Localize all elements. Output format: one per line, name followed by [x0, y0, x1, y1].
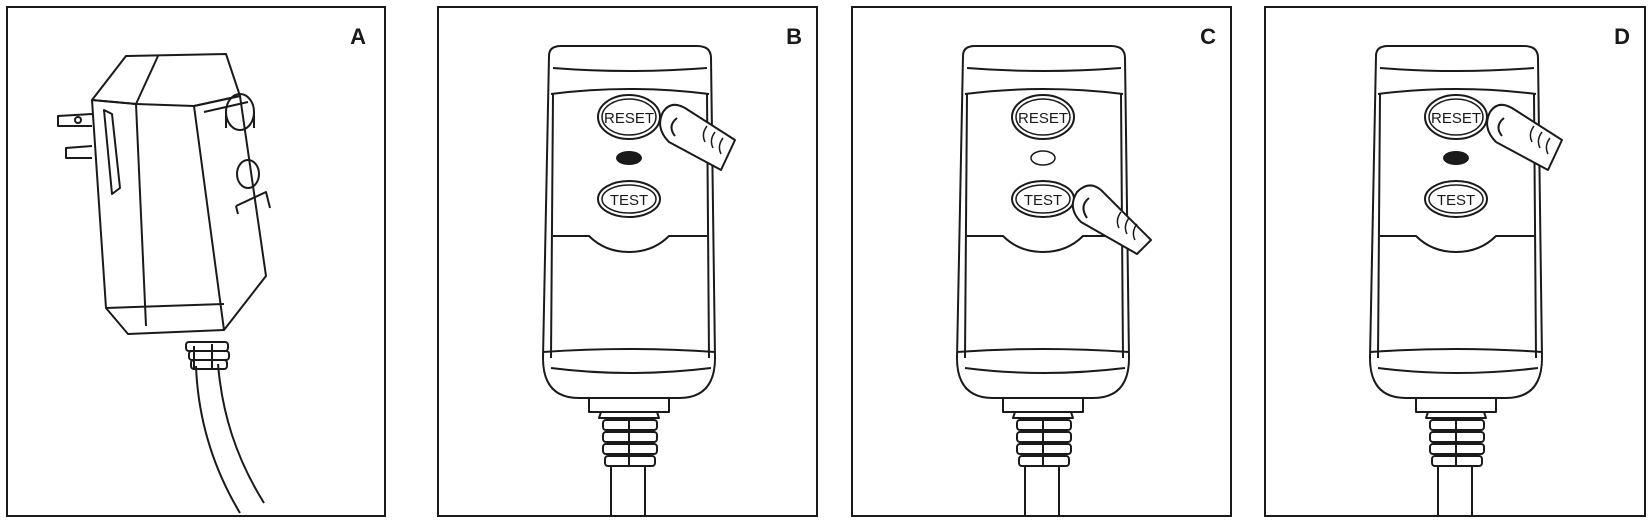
test-button-c: TEST [1011, 180, 1075, 218]
panel-b: B RESET [437, 6, 818, 517]
reset-label-c: RESET [1018, 110, 1068, 127]
test-label-d: TEST [1437, 192, 1475, 209]
panel-label-c: C [1200, 24, 1216, 49]
panel-a: A [6, 6, 386, 517]
plug-illustration [57, 53, 271, 514]
prong-top [57, 113, 93, 127]
panel-d: D RESET TEST [1264, 6, 1646, 517]
reset-button-c: RESET [1011, 94, 1075, 140]
indicator-light-c [1030, 150, 1056, 166]
finger-c [1071, 184, 1152, 255]
gfci-device-c: RESET TEST [956, 45, 1152, 517]
panel-c: C RESET TEST [851, 6, 1232, 517]
reset-label-d: RESET [1431, 110, 1481, 127]
strain-relief-ring [185, 341, 229, 352]
housing-c [956, 45, 1130, 399]
panel-label-a: A [350, 24, 366, 49]
test-button-b: TEST [597, 180, 661, 218]
indicator-light-b [616, 151, 642, 165]
finger-d [1486, 103, 1563, 171]
test-label-b: TEST [610, 192, 648, 209]
test-button-d: TEST [1424, 180, 1488, 218]
gfci-device-d: RESET TEST [1369, 45, 1563, 517]
test-label-c: TEST [1024, 192, 1062, 209]
panel-label-b: B [786, 24, 802, 49]
reset-button-b: RESET [597, 94, 661, 140]
housing-b [542, 45, 716, 399]
indicator-light-d [1443, 151, 1469, 165]
reset-label-b: RESET [604, 110, 654, 127]
gfci-device-b: RESET TEST [542, 45, 736, 517]
finger-b [659, 103, 736, 171]
housing-d [1369, 45, 1543, 399]
plug-test-button [236, 159, 260, 189]
prong-bottom [65, 145, 93, 159]
reset-button-d: RESET [1424, 94, 1488, 140]
panel-label-d: D [1614, 24, 1630, 49]
